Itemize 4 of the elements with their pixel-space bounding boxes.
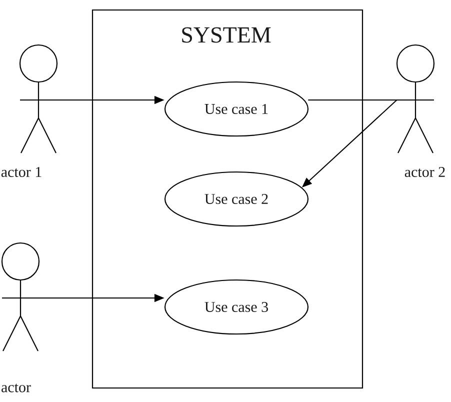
actor-label: actor 2 bbox=[404, 166, 445, 178]
actor-label: actor 1 bbox=[1, 166, 42, 178]
actor-label: actor bbox=[2, 384, 31, 392]
connector-line bbox=[308, 99, 398, 101]
